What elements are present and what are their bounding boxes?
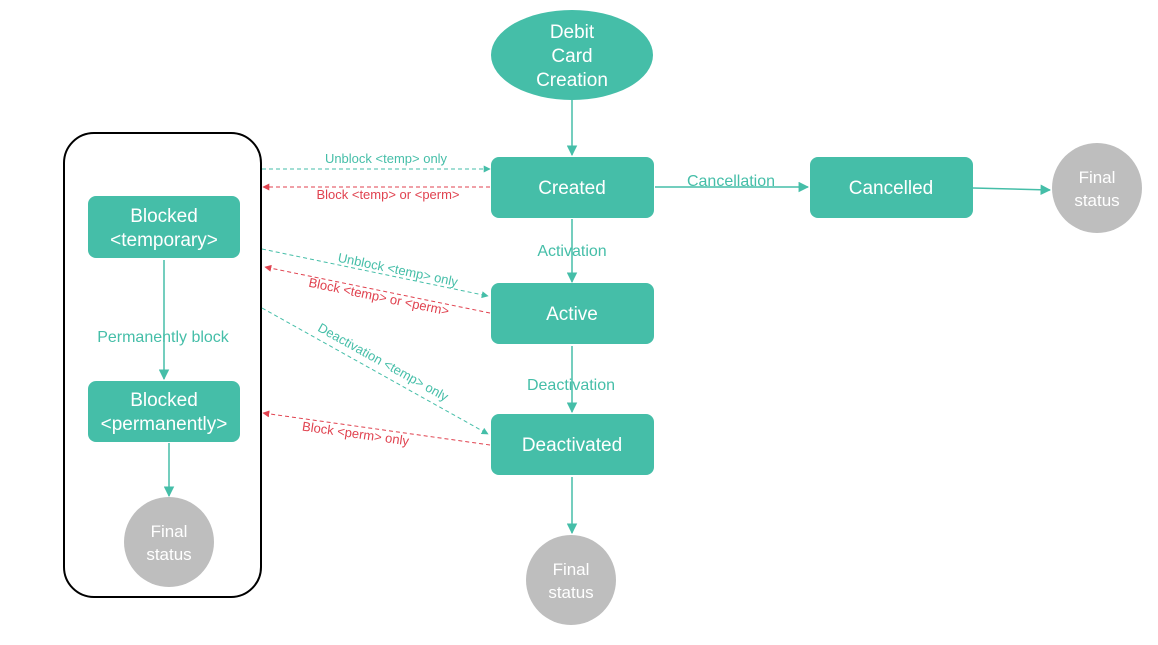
- final-status-cancelled: [1052, 143, 1142, 233]
- blocked-permanently-line-2: <permanently>: [101, 414, 228, 435]
- final-status-deactivated-line-1: Final: [553, 560, 590, 579]
- final-status-cancelled-line-1: Final: [1079, 168, 1116, 187]
- final-status-cancelled-line-2: status: [1074, 191, 1119, 210]
- edge-unblock-to-active: [261, 248, 489, 299]
- label-block-created: Block <temp> or <perm>: [316, 187, 459, 202]
- edge-block-from-deactivated: [262, 410, 491, 446]
- final-status-blocked: [124, 497, 214, 587]
- final-status-blocked-line-2: status: [146, 545, 191, 564]
- label-permanently-block: Permanently block: [97, 329, 230, 346]
- final-status-deactivated: [526, 535, 616, 625]
- blocked-temporary-line-1: Blocked: [130, 206, 198, 227]
- edge-block-from-active: [264, 264, 491, 314]
- debit-card-creation-line-3: Creation: [536, 70, 608, 91]
- label-cancellation: Cancellation: [687, 173, 775, 190]
- edge-deactivation-temp: [261, 307, 489, 435]
- debit-card-creation-line-1: Debit: [550, 22, 595, 43]
- debit-card-creation-line-2: Card: [551, 46, 592, 67]
- label-activation: Activation: [537, 243, 606, 260]
- label-deactivation-temp: Deactivation <temp> only: [315, 320, 451, 404]
- blocked-group-container: [63, 132, 262, 598]
- created-label: Created: [538, 178, 606, 199]
- label-unblock-created: Unblock <temp> only: [325, 151, 448, 166]
- created-node: [491, 157, 654, 218]
- edge-cancelled-to-final: [972, 184, 1052, 196]
- label-deactivation: Deactivation: [527, 377, 615, 394]
- active-node: [491, 283, 654, 344]
- deactivated-label: Deactivated: [522, 435, 622, 456]
- final-status-blocked-line-1: Final: [151, 522, 188, 541]
- final-status-deactivated-line-2: status: [548, 583, 593, 602]
- debit-card-creation-node: [491, 10, 653, 100]
- blocked-permanently-node: [88, 381, 240, 442]
- cancelled-node: [810, 157, 973, 218]
- deactivated-node: [491, 414, 654, 475]
- blocked-temporary-line-2: <temporary>: [110, 230, 218, 251]
- blocked-temporary-node: [88, 196, 240, 258]
- label-block-deactivated: Block <perm> only: [301, 419, 410, 449]
- active-label: Active: [546, 304, 598, 325]
- blocked-permanently-line-1: Blocked: [130, 390, 198, 411]
- cancelled-label: Cancelled: [849, 178, 934, 199]
